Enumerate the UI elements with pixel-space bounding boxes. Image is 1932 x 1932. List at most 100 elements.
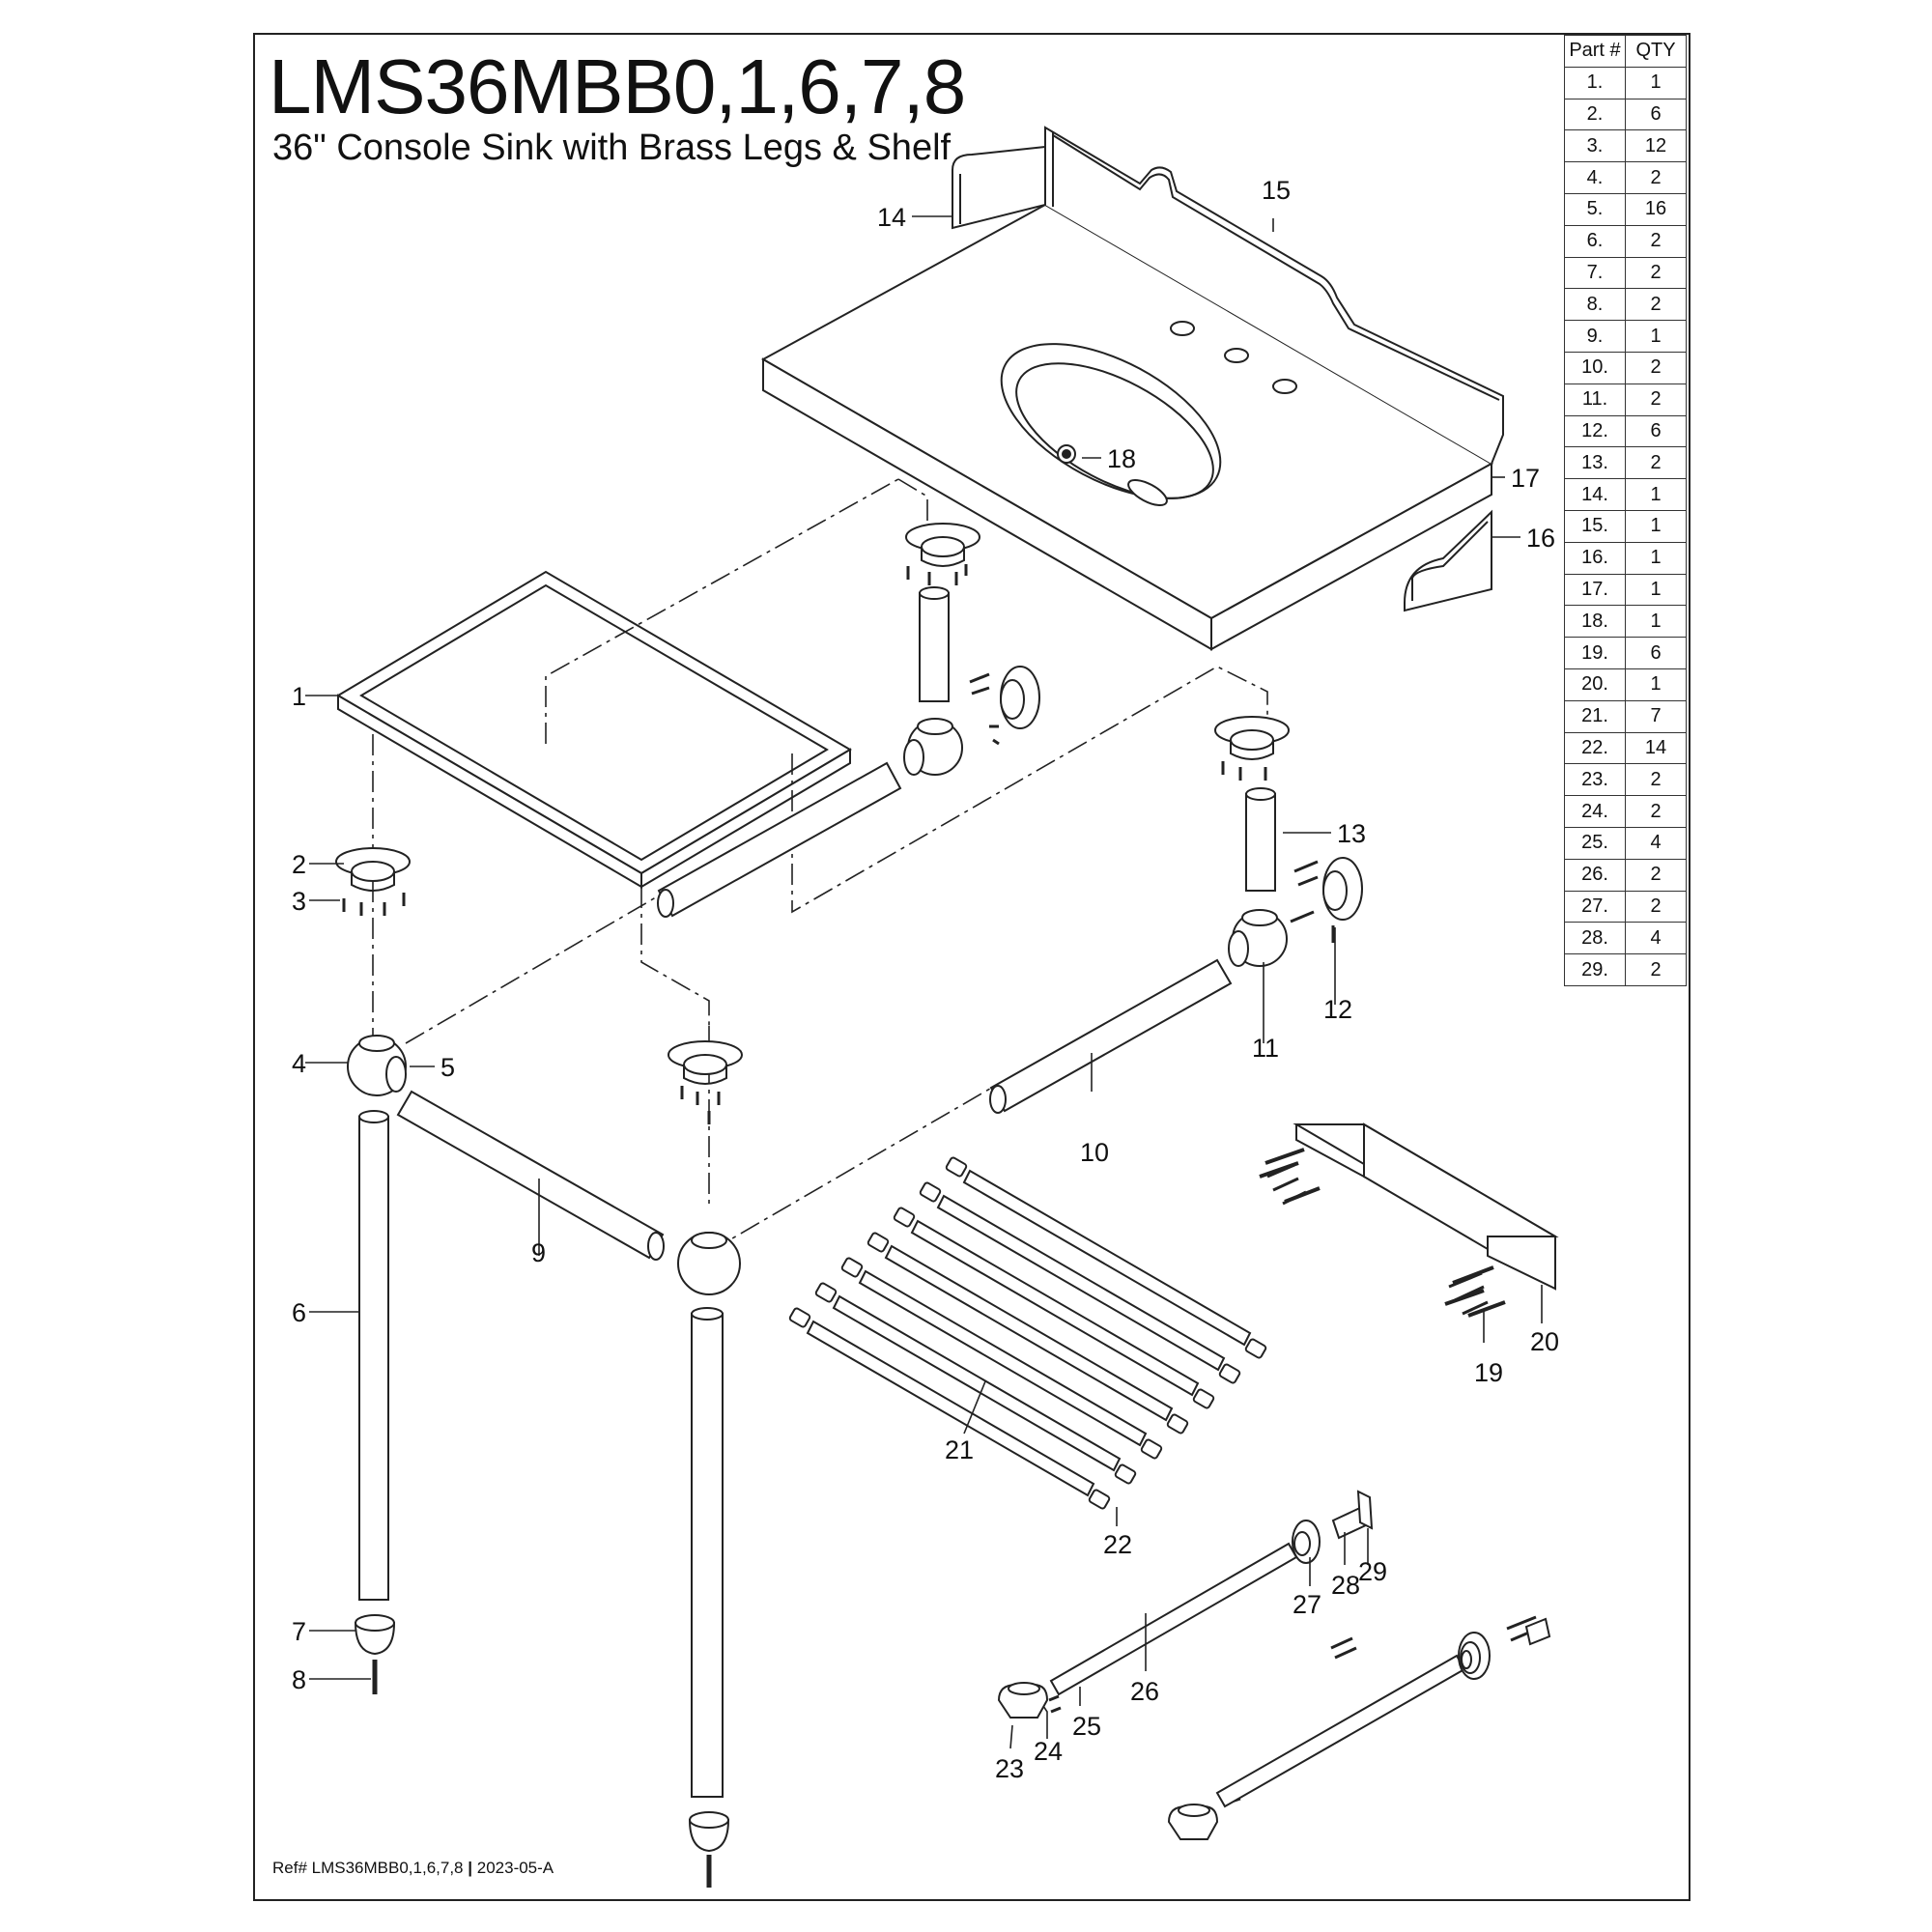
callout-20: 20 xyxy=(1530,1327,1559,1356)
part-number-cell: 8. xyxy=(1564,288,1626,322)
callout-19: 19 xyxy=(1474,1358,1503,1387)
table-row: 27.2 xyxy=(1564,890,1687,923)
overflow-ring xyxy=(1057,444,1076,464)
table-row: 6.2 xyxy=(1564,224,1687,258)
quantity-cell: 12 xyxy=(1625,129,1687,163)
table-row: 4.2 xyxy=(1564,161,1687,194)
rod-end-cap xyxy=(919,1181,942,1203)
leg-left xyxy=(358,1110,389,1601)
model-title: LMS36MBB0,1,6,7,8 xyxy=(269,43,966,129)
table-row: 18.1 xyxy=(1564,605,1687,639)
quantity-cell: 2 xyxy=(1625,795,1687,828)
quantity-cell: 2 xyxy=(1625,890,1687,923)
wall-flange-upper xyxy=(1000,666,1040,729)
tee-upper-center xyxy=(903,718,963,776)
table-row: 28.4 xyxy=(1564,922,1687,955)
table-row: 11.2 xyxy=(1564,383,1687,416)
shelf-rod xyxy=(936,1194,1226,1372)
part-number-cell: 1. xyxy=(1564,66,1626,99)
shelf-rod xyxy=(962,1169,1252,1347)
foot-left xyxy=(354,1614,396,1656)
table-row: 7.2 xyxy=(1564,256,1687,290)
table-row: 14.1 xyxy=(1564,478,1687,511)
rod-end-cap xyxy=(788,1307,811,1328)
part-number-cell: 6. xyxy=(1564,224,1626,258)
quantity-cell: 1 xyxy=(1625,605,1687,639)
callout-18: 18 xyxy=(1107,444,1136,473)
quantity-cell: 1 xyxy=(1625,66,1687,99)
rod-end-cap xyxy=(867,1232,890,1253)
part-number-cell: 11. xyxy=(1564,383,1626,416)
quantity-cell: 1 xyxy=(1625,509,1687,543)
quantity-cell: 2 xyxy=(1625,351,1687,384)
product-subtitle: 36" Console Sink with Brass Legs & Shelf xyxy=(272,128,952,168)
rod-end-cap xyxy=(945,1156,968,1178)
table-row: 24.2 xyxy=(1564,795,1687,828)
part-number-cell: 20. xyxy=(1564,668,1626,701)
drawing-frame xyxy=(253,33,1690,1901)
part-number-cell: 23. xyxy=(1564,763,1626,797)
quantity-cell: 2 xyxy=(1625,446,1687,480)
rod-end-cap xyxy=(893,1207,916,1228)
tee-left-front xyxy=(347,1035,407,1096)
table-row: 3.12 xyxy=(1564,129,1687,163)
callout-4: 4 xyxy=(292,1049,306,1078)
crossbar-front xyxy=(396,1090,665,1261)
callout-16: 16 xyxy=(1526,524,1555,553)
towel-bar-bracket-lower xyxy=(1167,1804,1219,1840)
sink-basin xyxy=(1000,343,1222,507)
upper-post-right xyxy=(1245,787,1276,892)
part-number-cell: 21. xyxy=(1564,699,1626,733)
quantity-cell: 2 xyxy=(1625,858,1687,892)
rod-end-cap xyxy=(1192,1388,1215,1409)
quantity-cell: 14 xyxy=(1625,731,1687,765)
wall-flange-right xyxy=(1322,857,1363,921)
part-number-cell: 26. xyxy=(1564,858,1626,892)
tee-center-front xyxy=(677,1232,741,1295)
table-row: 5.16 xyxy=(1564,192,1687,226)
rod-end-cap xyxy=(840,1257,864,1278)
callout-11: 11 xyxy=(1252,1034,1279,1063)
table-row: 1.1 xyxy=(1564,66,1687,99)
callout-6: 6 xyxy=(292,1298,306,1327)
quantity-cell: 1 xyxy=(1625,573,1687,607)
flange-left xyxy=(335,847,411,892)
callout-9: 9 xyxy=(531,1238,546,1267)
crossbar-upper xyxy=(657,761,902,918)
callout-10: 10 xyxy=(1080,1138,1109,1167)
leg-center xyxy=(691,1307,724,1798)
callout-29: 29 xyxy=(1358,1557,1387,1586)
table-row: 29.2 xyxy=(1564,953,1687,986)
callout-2: 2 xyxy=(292,850,306,879)
quantity-cell: 2 xyxy=(1625,383,1687,416)
table-row: 8.2 xyxy=(1564,288,1687,322)
table-row: 15.1 xyxy=(1564,509,1687,543)
shelf-rod xyxy=(884,1244,1174,1422)
ref-date: 2023-05-A xyxy=(476,1859,554,1877)
ref-prefix: Ref# LMS36MBB0,1,6,7,8 xyxy=(272,1859,464,1877)
header-qty: QTY xyxy=(1625,35,1687,68)
callout-7: 7 xyxy=(292,1617,306,1646)
towel-bar-bracket-upper xyxy=(997,1682,1049,1719)
rod-end-cap xyxy=(1114,1463,1137,1485)
flange-right xyxy=(1214,716,1290,760)
shelf-rod xyxy=(910,1219,1200,1397)
shelf-rod xyxy=(858,1269,1148,1447)
quantity-cell: 6 xyxy=(1625,98,1687,131)
table-row: 2.6 xyxy=(1564,98,1687,131)
part-number-cell: 4. xyxy=(1564,161,1626,194)
quantity-cell: 6 xyxy=(1625,414,1687,448)
quantity-cell: 16 xyxy=(1625,192,1687,226)
quantity-cell: 2 xyxy=(1625,288,1687,322)
callout-28: 28 xyxy=(1331,1571,1360,1600)
rod-end-cap xyxy=(1244,1338,1267,1359)
quantity-cell: 1 xyxy=(1625,478,1687,511)
part-number-cell: 2. xyxy=(1564,98,1626,131)
callout-26: 26 xyxy=(1130,1677,1159,1706)
table-row: 20.1 xyxy=(1564,668,1687,701)
table-row: 17.1 xyxy=(1564,573,1687,607)
callout-17: 17 xyxy=(1511,464,1540,493)
part-number-cell: 7. xyxy=(1564,256,1626,290)
